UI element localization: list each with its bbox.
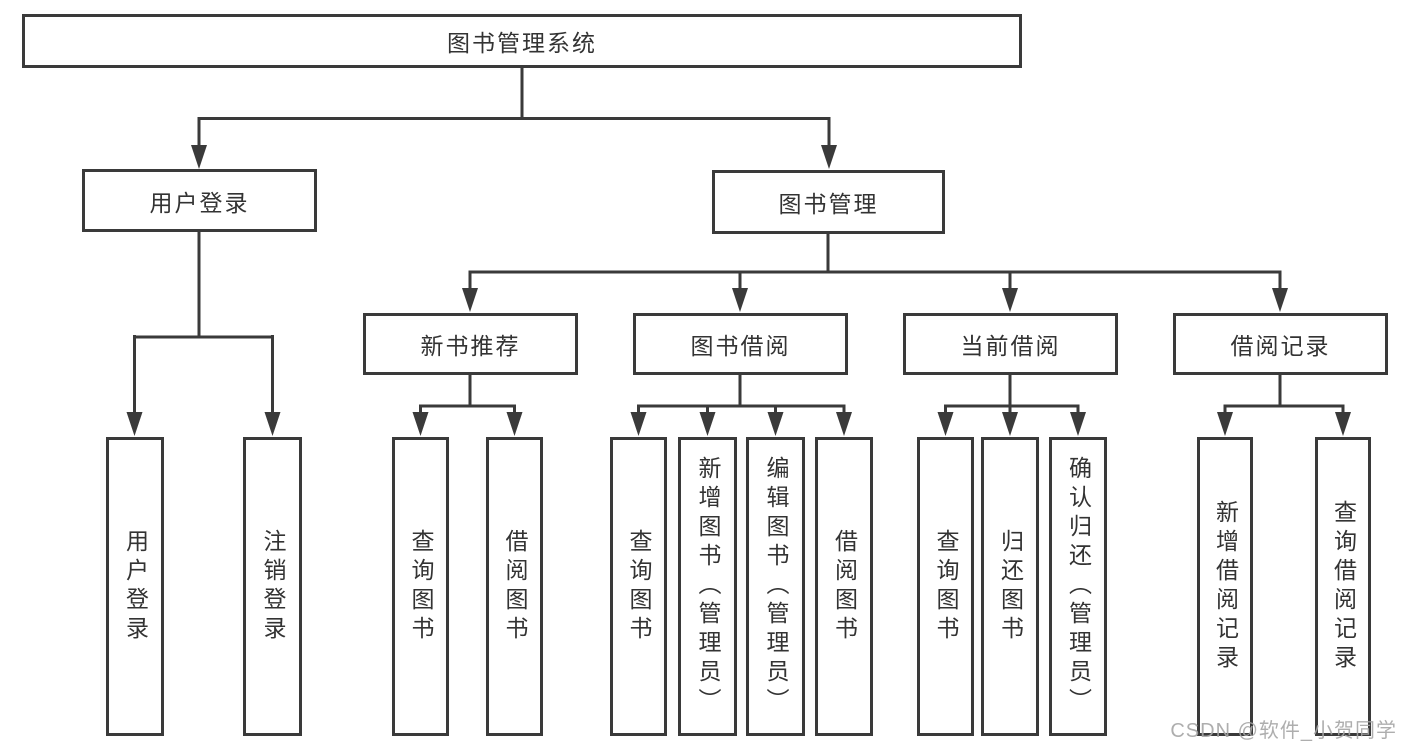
arrowhead-icons [126, 145, 1351, 436]
leaf-query-books-recommend: 查询图书 [392, 437, 449, 736]
node-label: 当前借阅 [960, 333, 1061, 359]
node-user-login: 用户登录 [82, 169, 317, 232]
leaf-borrow-books-recommend: 借阅图书 [486, 437, 543, 736]
leaf-query-books-current: 查询图书 [917, 437, 974, 736]
node-label: 查询图书 [626, 528, 652, 645]
node-new-book-recommendation: 新书推荐 [363, 313, 578, 375]
node-label: 查询图书 [408, 528, 434, 645]
node-label: 注销登录 [260, 528, 286, 645]
node-label: 图书借阅 [690, 333, 791, 359]
node-label: 查询图书 [933, 528, 959, 645]
node-label: 用户登录 [122, 528, 149, 645]
leaf-query-borrow-record: 查询借阅记录 [1315, 437, 1371, 736]
node-label: 图书管理 [778, 191, 879, 217]
node-label: 确认归还（管理员） [1065, 456, 1092, 717]
leaf-add-books-admin: 新增图书（管理员） [678, 437, 737, 736]
node-label: 新书推荐 [420, 333, 521, 359]
connector-edges [133, 68, 1345, 416]
leaf-query-books-borrowing: 查询图书 [610, 437, 667, 736]
node-label: 查询借阅记录 [1330, 499, 1357, 674]
node-label: 借阅图书 [831, 528, 858, 645]
node-label: 新增借阅记录 [1212, 499, 1239, 674]
leaf-logout-login: 注销登录 [243, 437, 302, 736]
leaf-return-books: 归还图书 [981, 437, 1039, 736]
node-label: 编辑图书（管理员） [763, 456, 789, 717]
leaf-edit-books-admin: 编辑图书（管理员） [746, 437, 805, 736]
node-library-system: 图书管理系统 [22, 14, 1022, 68]
node-book-management: 图书管理 [712, 170, 945, 234]
node-label: 归还图书 [997, 528, 1024, 645]
leaf-confirm-return-admin: 确认归还（管理员） [1049, 437, 1107, 736]
node-book-borrowing: 图书借阅 [633, 313, 848, 375]
leaf-add-borrow-record: 新增借阅记录 [1197, 437, 1253, 736]
node-label: 借阅图书 [502, 528, 528, 645]
leaf-user-login: 用户登录 [106, 437, 164, 736]
leaf-borrow-books: 借阅图书 [815, 437, 873, 736]
node-label: 新增图书（管理员） [695, 456, 721, 717]
node-borrowing-records: 借阅记录 [1173, 313, 1388, 375]
node-label: 借阅记录 [1230, 333, 1331, 359]
watermark: CSDN @软件_小贺同学 [1170, 720, 1397, 742]
node-current-borrowing: 当前借阅 [903, 313, 1118, 375]
node-label: 用户登录 [149, 189, 250, 216]
node-label: 图书管理系统 [447, 30, 597, 56]
